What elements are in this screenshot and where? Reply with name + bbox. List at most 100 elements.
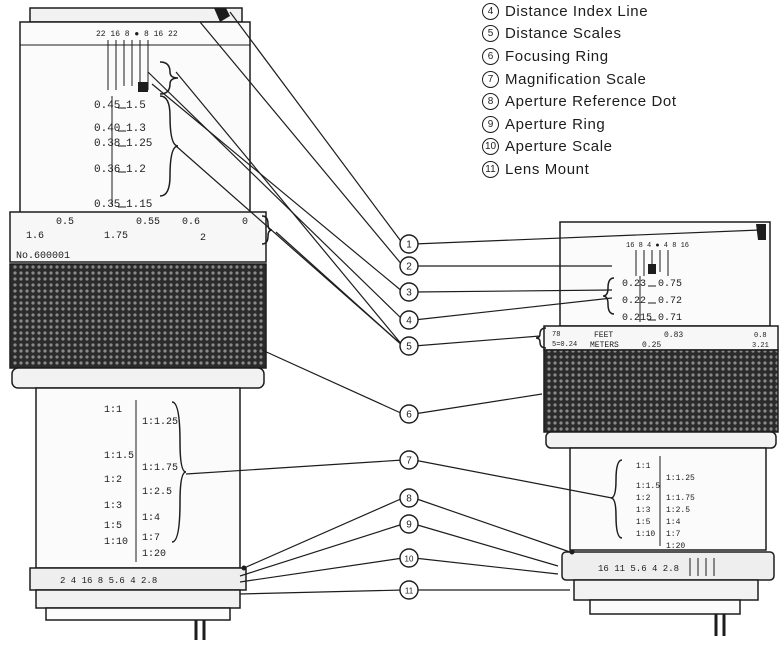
- mag-label-left: 1:5: [636, 518, 651, 527]
- distance-label-m: 0.40: [94, 123, 120, 135]
- left-top-cap: [29, 7, 243, 23]
- callout-number: 7: [406, 456, 412, 467]
- leader-line: [275, 231, 404, 347]
- leader-line: [151, 83, 404, 293]
- legend-number: 10: [482, 138, 499, 156]
- legend-number: 7: [482, 70, 499, 88]
- mag-label-right: 1:4: [142, 513, 160, 524]
- legend-label: Aperture Ring: [505, 115, 606, 133]
- left-index-tab: [214, 8, 230, 22]
- legend-number: 6: [482, 47, 499, 65]
- leader-line: [413, 297, 613, 321]
- distance-label-ft: 1.5: [126, 100, 146, 112]
- right-barrel-lower: [569, 447, 767, 551]
- legend-number: 11: [482, 160, 499, 178]
- right-mount-pin: [714, 614, 726, 636]
- right-ring-right-top: 0.8: [754, 332, 767, 340]
- left-aperture-scale: 2 4 16 8 5.6 4 2.8: [60, 576, 157, 586]
- distance-label-m: 0.215: [622, 313, 652, 324]
- mag-label-right: 1:4: [666, 518, 681, 527]
- left-brace-scale: [159, 95, 179, 197]
- legend-number: 8: [482, 93, 499, 111]
- left-ring-second-2: 2: [200, 233, 206, 244]
- mag-label-right: 1:20: [142, 549, 166, 560]
- left-barrel-upper: [19, 21, 251, 215]
- leader-line: [239, 523, 404, 577]
- mag-label-left: 1:10: [104, 537, 128, 548]
- mag-label-left: 1:1: [636, 462, 651, 471]
- right-aperture-grip: [689, 558, 715, 576]
- mag-label-left: 1:1: [104, 405, 122, 416]
- mag-label-left: 1:3: [104, 501, 122, 512]
- distance-label-ft: 1.25: [126, 138, 152, 150]
- callout-circle: [399, 580, 419, 600]
- right-index-tab: [756, 224, 766, 240]
- legend-item: 6 Focusing Ring: [482, 45, 774, 68]
- mag-label-right: 1:7: [666, 530, 681, 539]
- mag-label-left: 1:2: [104, 475, 122, 486]
- leader-line: [239, 589, 404, 595]
- left-mag-scale: 1:11:1.51:21:31:51:101:1.251:1.751:2.51:…: [104, 405, 178, 560]
- left-focusing-ring: [9, 263, 267, 369]
- leader-line: [413, 459, 613, 499]
- left-ring-second-0: 1.6: [26, 231, 44, 242]
- legend-label: Lens Mount: [505, 160, 590, 178]
- mag-label-right: 1:1.75: [666, 494, 695, 503]
- left-mount-pin: [194, 620, 206, 640]
- left-dof-lines: [107, 40, 149, 90]
- distance-label-ft: 0.75: [658, 279, 682, 290]
- distance-label-ft: 1.15: [126, 199, 152, 211]
- legend-label: Focusing Ring: [505, 47, 609, 65]
- distance-label-m: 0.38: [94, 138, 120, 150]
- callout-number: 6: [406, 410, 412, 421]
- distance-label-ft: 0.72: [658, 296, 682, 307]
- right-mount-flange: [589, 599, 741, 615]
- right-brace-scale: [602, 277, 615, 315]
- leader-line: [229, 11, 404, 245]
- left-ring-top-3: 0: [242, 217, 248, 228]
- right-ring-brace: [535, 327, 547, 349]
- legend-number: 5: [482, 25, 499, 43]
- mag-label-left: 1:1.5: [636, 482, 660, 491]
- leader-line: [413, 557, 559, 575]
- mag-label-left: 1:2: [636, 494, 651, 503]
- right-barrel-upper: [559, 221, 771, 327]
- callout-circle: [399, 234, 419, 254]
- mag-label-right: 1:2.5: [142, 487, 172, 498]
- right-mount: [573, 579, 759, 601]
- callout-number: 10: [405, 555, 414, 564]
- left-ring-top-2: 0.6: [182, 217, 200, 228]
- mag-label-right: 1:7: [142, 533, 160, 544]
- callout-circle: [399, 450, 419, 470]
- leader-line: [413, 393, 543, 415]
- callout-number: 8: [406, 494, 412, 505]
- leader-line: [413, 497, 571, 553]
- mag-label-left: 1:1.5: [104, 451, 134, 462]
- callout-circle: [399, 282, 419, 302]
- mag-label-right: 1:1.25: [666, 474, 695, 483]
- left-ring-top-0: 0.5: [56, 217, 74, 228]
- distance-label-m: 0.36: [94, 164, 120, 176]
- distance-label-ft: 1.3: [126, 123, 146, 135]
- right-focusing-ring: [543, 349, 779, 433]
- left-mount: [35, 589, 241, 609]
- right-ring-left-top: 78: [552, 331, 560, 339]
- callout-circle: [399, 256, 419, 276]
- distance-label-ft: 1.2: [126, 164, 146, 176]
- distance-label-ft: 0.71: [658, 313, 682, 324]
- legend-label: Distance Index Line: [505, 2, 649, 20]
- left-ring-second-1: 1.75: [104, 231, 128, 242]
- left-ring-base: [11, 367, 265, 389]
- callout-number: 5: [406, 342, 412, 353]
- right-meters-value: 0.25: [642, 341, 661, 350]
- leader-line: [413, 523, 559, 567]
- callout-number: 3: [406, 288, 412, 299]
